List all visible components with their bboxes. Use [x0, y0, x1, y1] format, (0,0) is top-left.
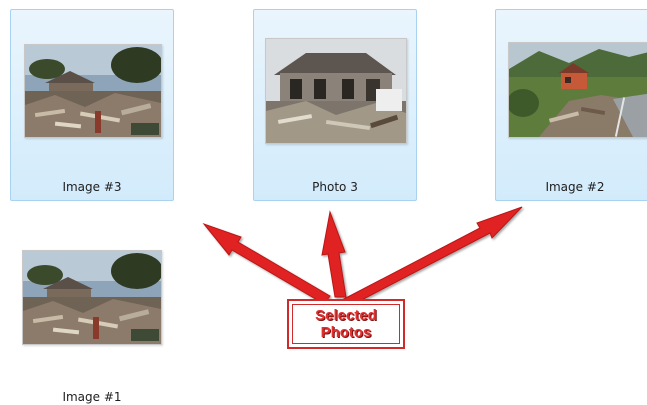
file-item-image-3[interactable]: Image #3 [10, 9, 174, 201]
arrow-up-icon [321, 210, 347, 298]
file-item-image-2[interactable]: Image #2 [495, 9, 647, 201]
file-label: Image #2 [545, 180, 605, 194]
file-label: Image #3 [62, 180, 122, 194]
thumbnail-photo-3 [265, 38, 407, 144]
file-item-image-1[interactable]: Image #1 [10, 240, 174, 404]
thumbnail-image-1 [22, 250, 162, 345]
thumbnail-image-2 [508, 42, 647, 138]
file-item-photo-3[interactable]: Photo 3 [253, 9, 417, 201]
selected-photos-callout: Selected Photos [287, 299, 405, 349]
arrow-right-icon [341, 206, 523, 307]
arrow-left-icon [202, 222, 331, 305]
callout-text: Selected Photos [292, 304, 400, 344]
file-label: Photo 3 [312, 180, 358, 194]
thumbnail-image-3 [24, 44, 162, 138]
file-label: Image #1 [62, 390, 122, 404]
